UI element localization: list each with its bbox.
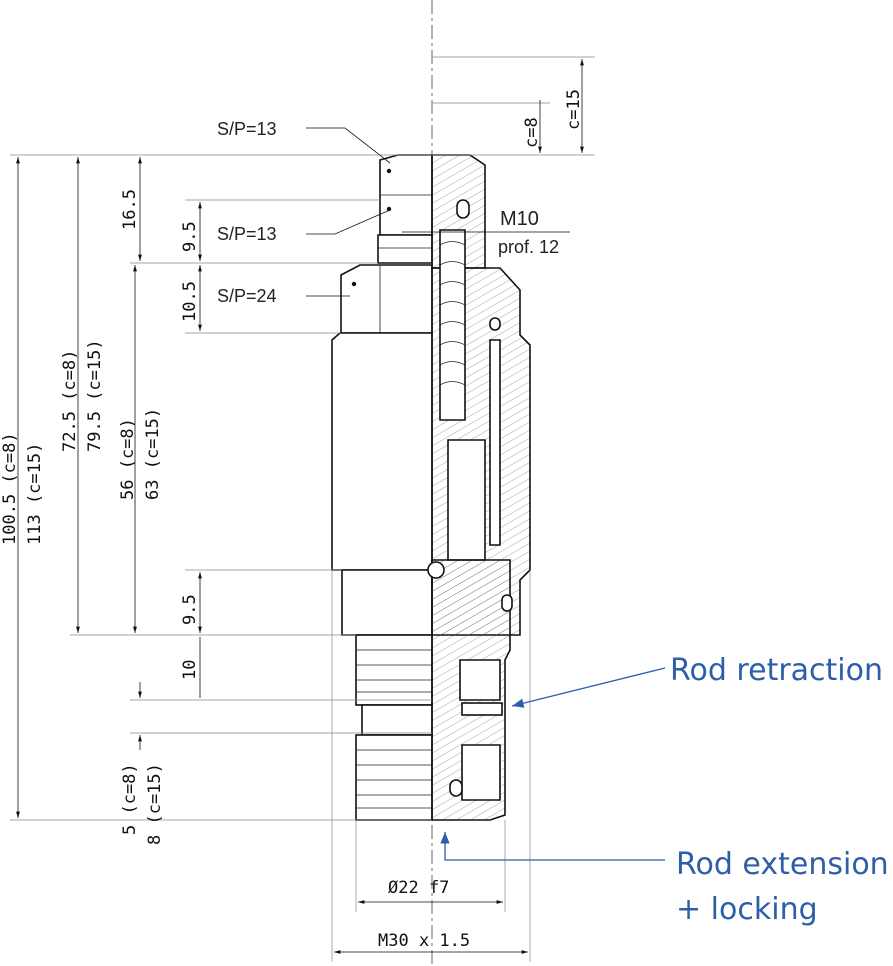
extension-lines [10, 56, 595, 962]
locking-label: + locking [676, 892, 818, 927]
sp24-label: S/P=24 [217, 286, 277, 306]
dim-10: 10 [180, 660, 200, 680]
prof-label: prof. 12 [498, 237, 559, 257]
dim-113: 113 (c=15) [25, 443, 45, 545]
m10-label: M10 [500, 208, 539, 230]
dim-c8: c=8 [522, 117, 542, 148]
sp13-top-label: S/P=13 [217, 119, 277, 139]
dim-16-5: 16.5 [120, 189, 140, 230]
rod-extension-label: Rod extension [676, 847, 889, 882]
m30-label: M30 x 1.5 [378, 931, 470, 951]
dim-100-5: 100.5 (c=8) [0, 432, 20, 545]
callout-arrows [440, 667, 666, 861]
rod-retraction-label: Rod retraction [670, 653, 883, 688]
dim-8: 8 (c=15) [145, 763, 165, 845]
dim-63: 63 (c=15) [143, 408, 163, 500]
dim-c15: c=15 [564, 89, 584, 130]
dim-56: 56 (c=8) [118, 418, 138, 500]
valve-section [427, 154, 531, 821]
dim-9-5-top: 9.5 [180, 221, 200, 252]
dim-9-5-low: 9.5 [180, 594, 200, 625]
dia22-label: Ø22 f7 [388, 878, 449, 898]
dim-79-5: 79.5 (c=15) [85, 339, 105, 452]
dim-5: 5 (c=8) [120, 763, 140, 835]
dim-72-5: 72.5 (c=8) [60, 350, 80, 452]
dimension-lines [16, 59, 584, 954]
dim-10-5: 10.5 [180, 281, 200, 322]
valve-exterior [331, 154, 433, 821]
sp13-mid-label: S/P=13 [217, 224, 277, 244]
